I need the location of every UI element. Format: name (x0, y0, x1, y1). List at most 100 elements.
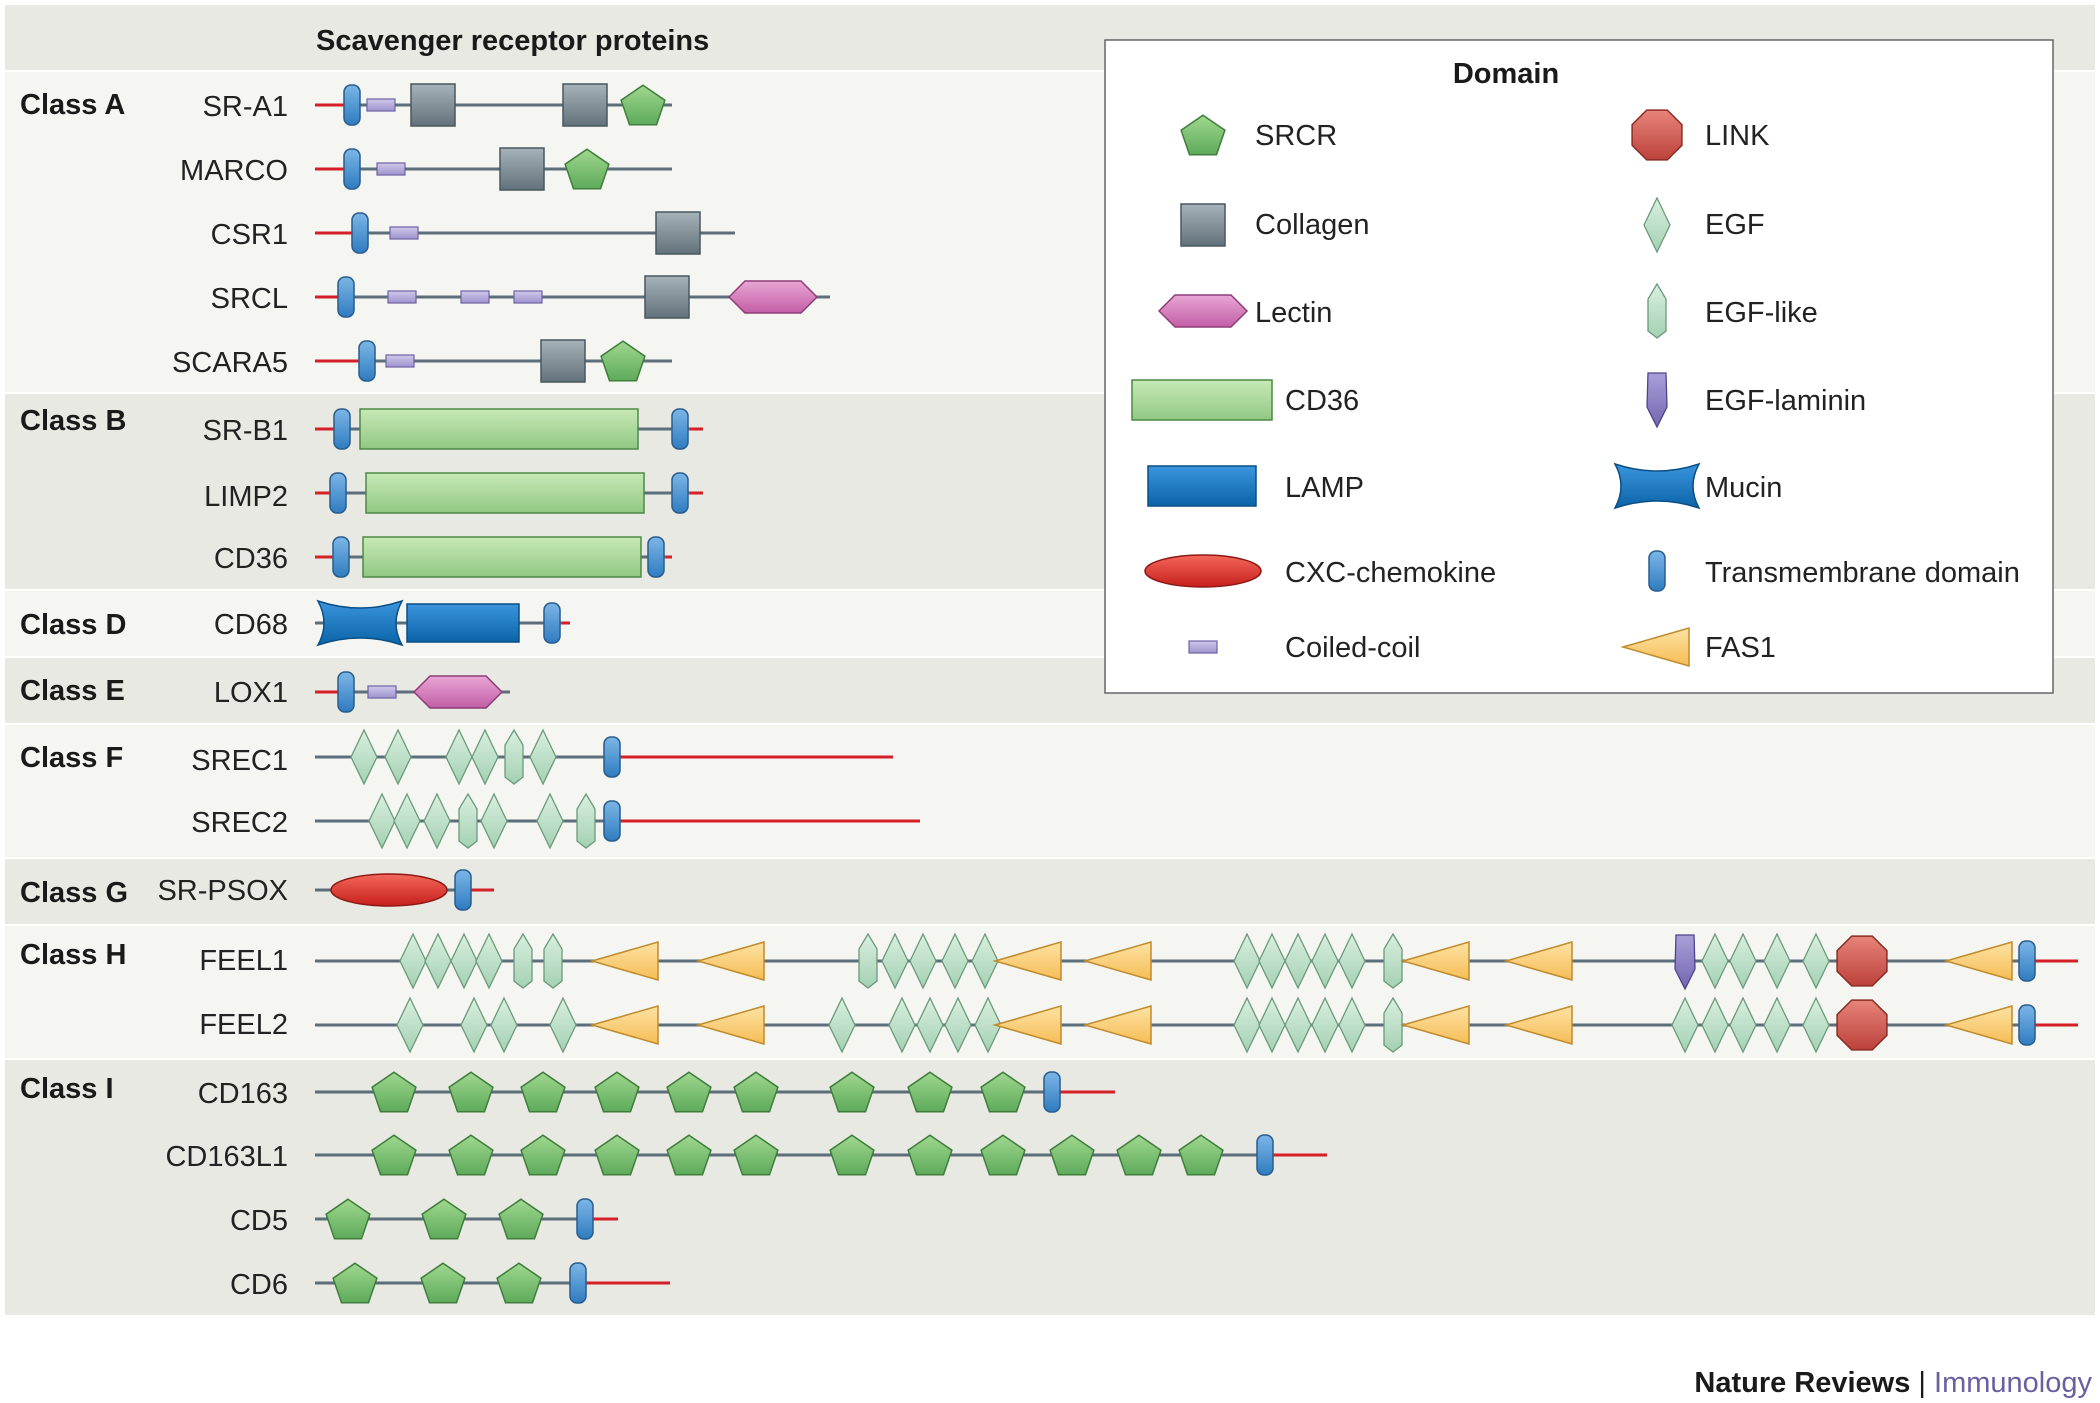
egf-domain (1701, 996, 1729, 1054)
protein-cd163 (315, 1071, 1115, 1113)
transmembrane-domain (337, 671, 355, 713)
protein-label: CD5 (230, 1205, 288, 1237)
srcr-domain (1116, 1134, 1162, 1176)
cxc-chemokine-domain (1144, 554, 1262, 588)
protein-feel2 (315, 996, 2078, 1054)
srcr-domain (520, 1134, 566, 1176)
srcr-domain (733, 1071, 779, 1113)
egf-laminin-domain (1646, 372, 1668, 429)
journal-separator: | (1910, 1367, 1934, 1399)
srcr-domain (371, 1134, 417, 1176)
lectin-domain (412, 675, 504, 709)
fas1-domain (1082, 1005, 1152, 1045)
lectin-domain (727, 280, 819, 314)
fas1-domain (1943, 941, 2013, 981)
srcr-domain (498, 1198, 544, 1240)
protein-label: CD68 (214, 609, 288, 641)
egf-domain (1284, 996, 1312, 1054)
transmembrane-domain (332, 536, 350, 578)
legend-label-mucin: Mucin (1705, 472, 1782, 504)
link-domain (1631, 109, 1683, 161)
egf-domain (450, 932, 478, 990)
protein-label: LOX1 (214, 677, 288, 709)
protein-label: SREC1 (191, 745, 288, 777)
protein-srcl (315, 275, 830, 319)
coiled-coil-domain (387, 290, 417, 304)
egf-domain (1701, 932, 1729, 990)
collagen-domain (1180, 203, 1226, 247)
egf-domain (1311, 932, 1339, 990)
fas1-domain (1503, 941, 1573, 981)
egf-domain (384, 728, 412, 786)
srcr-domain (420, 1262, 466, 1304)
egf-domain (828, 996, 856, 1054)
fas1-domain (1620, 627, 1690, 667)
egf-like-domain (1647, 282, 1667, 339)
srcr-domain (733, 1134, 779, 1176)
egf-like-domain (504, 728, 524, 785)
protein-label: CD6 (230, 1269, 288, 1301)
legend-label-cxc: CXC-chemokine (1285, 557, 1496, 589)
protein-lox1 (315, 671, 510, 713)
transmembrane-domain (358, 340, 376, 382)
protein-label: FEEL1 (199, 945, 288, 977)
transmembrane-domain (333, 408, 351, 450)
collagen-domain (655, 211, 701, 255)
egf-domain (1729, 996, 1757, 1054)
srcr-domain (666, 1134, 712, 1176)
egf-domain (490, 996, 518, 1054)
protein-sr-psox (315, 869, 494, 911)
egf-domain (881, 932, 909, 990)
egf-domain (1729, 932, 1757, 990)
egf-like-domain (576, 792, 596, 849)
egf-domain (350, 728, 378, 786)
protein-label: CD36 (214, 543, 288, 575)
fas1-domain (1400, 1005, 1470, 1045)
srcr-domain (980, 1071, 1026, 1113)
egf-domain (471, 728, 499, 786)
class-label: Class B (20, 405, 126, 437)
collagen-domain (499, 147, 545, 191)
transmembrane-domain (1256, 1134, 1274, 1176)
egf-domain (1671, 996, 1699, 1054)
protein-sr-b1 (315, 408, 703, 450)
egf-domain (1763, 932, 1791, 990)
legend-label-coiled-coil: Coiled-coil (1285, 632, 1420, 664)
fas1-domain (1082, 941, 1152, 981)
class-label: Class I (20, 1073, 114, 1105)
protein-label: FEEL2 (199, 1009, 288, 1041)
collagen-domain (562, 83, 608, 127)
egf-like-domain (513, 932, 533, 989)
coiled-coil-domain (385, 354, 415, 368)
protein-cd163l1 (315, 1134, 1327, 1176)
srcr-domain (325, 1198, 371, 1240)
fas1-domain (1943, 1005, 2013, 1045)
srcr-domain (666, 1071, 712, 1113)
protein-architectures (315, 83, 2078, 1304)
lectin-domain (1157, 294, 1249, 328)
srcr-domain (421, 1198, 467, 1240)
legend-label-fas1: FAS1 (1705, 632, 1776, 664)
egf-domain (424, 932, 452, 990)
link-domain (1836, 935, 1888, 987)
egf-domain (529, 728, 557, 786)
egf-domain (536, 792, 564, 850)
protein-srec2 (315, 792, 920, 850)
srcr-domain (594, 1071, 640, 1113)
srcr-domain (496, 1262, 542, 1304)
protein-sr-a1 (315, 83, 672, 127)
protein-label: SR-B1 (203, 415, 288, 447)
egf-domain (944, 996, 972, 1054)
legend-label-transmembrane: Transmembrane domain (1705, 557, 2020, 589)
srcr-domain (520, 1071, 566, 1113)
collagen-domain (644, 275, 690, 319)
egf-domain (941, 932, 969, 990)
coiled-coil-domain (460, 290, 490, 304)
legend-label-link: LINK (1705, 120, 1770, 152)
egf-domain (1258, 996, 1286, 1054)
egf-domain (460, 996, 488, 1054)
transmembrane-domain (2018, 940, 2036, 982)
protein-label: CD163L1 (165, 1141, 288, 1173)
egf-domain (399, 932, 427, 990)
